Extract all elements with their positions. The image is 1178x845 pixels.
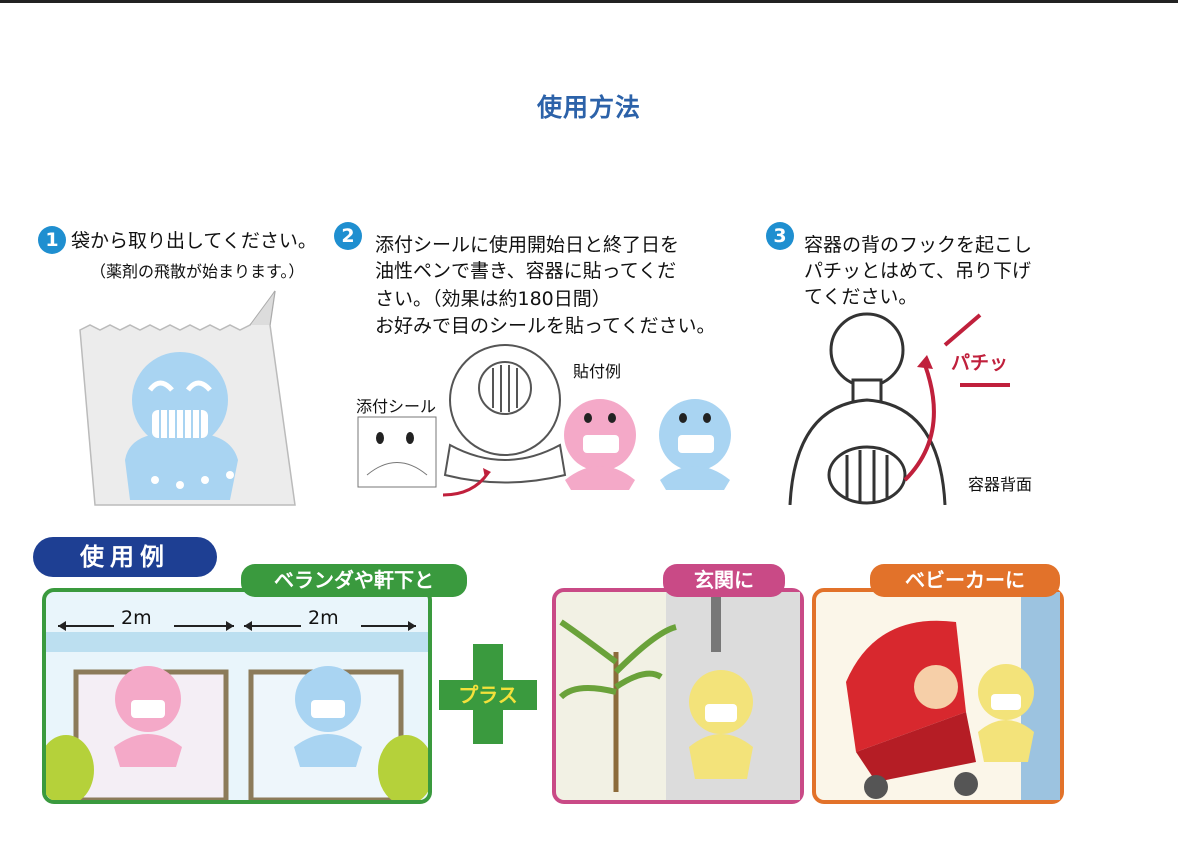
snap-label: パチッ	[951, 352, 1009, 374]
step2-line1: 添付シールに使用開始日と終了日を	[375, 234, 680, 256]
top-border	[0, 0, 1178, 3]
distance-left: 2m	[121, 607, 152, 629]
stroller-illustration	[846, 592, 1060, 800]
step2-line4: お好みで目のシールを貼ってください。	[375, 315, 716, 337]
veranda-frame	[42, 588, 432, 804]
stroller-frame	[812, 588, 1064, 804]
hook-illustration	[788, 312, 1010, 505]
entrance-frame	[552, 588, 804, 804]
usage-example-label: 使用例	[33, 537, 217, 577]
step1-number-badge: 1	[38, 226, 66, 254]
veranda-illustration	[46, 621, 428, 800]
step3-line3: てください。	[804, 286, 918, 308]
step1-subtext: （薬剤の飛散が始まります。）	[90, 262, 305, 281]
step2-line2: 油性ペンで書き、容器に貼ってくだ	[375, 260, 677, 282]
page-title: 使用方法	[536, 93, 641, 122]
container-back-label: 容器背面	[968, 475, 1033, 494]
step1-text: 袋から取り出してください。	[71, 230, 317, 252]
plus-icon	[439, 644, 537, 744]
sticker-label: 添付シール	[356, 397, 437, 416]
bag-illustration	[79, 290, 296, 506]
example-label: 貼付例	[573, 362, 622, 381]
step2-number-badge: 2	[334, 222, 362, 250]
plus-label: プラス	[458, 683, 518, 707]
stroller-tag: ベビーカーに	[870, 564, 1060, 597]
entrance-illustration	[558, 592, 800, 800]
step3-line1: 容器の背のフックを起こし	[804, 234, 1033, 256]
distance-right: 2m	[308, 607, 339, 629]
step3-number-badge: 3	[766, 222, 794, 250]
step2-line3: さい。（効果は約180日間）	[375, 288, 611, 310]
step3-line2: パチッとはめて、吊り下げ	[804, 260, 1032, 282]
sticker-and-container-illustration	[357, 344, 731, 497]
veranda-tag: ベランダや軒下と	[241, 564, 467, 597]
entrance-tag: 玄関に	[663, 564, 785, 597]
